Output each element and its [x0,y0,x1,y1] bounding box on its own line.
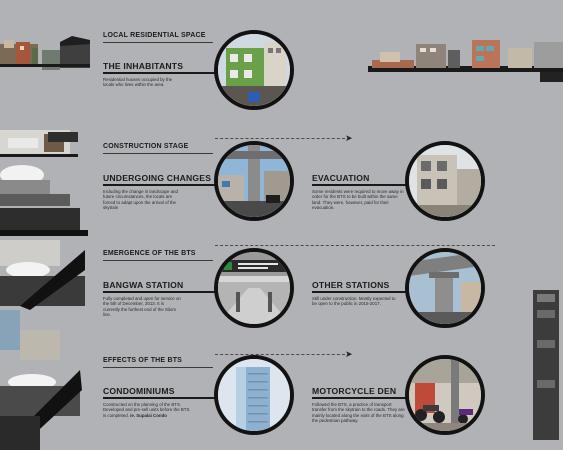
bts-station-photo [214,248,294,328]
title-underline [312,184,408,186]
demolished-building-photo [405,141,485,221]
item-title: THE INHABITANTS [103,61,184,71]
item-title: BANGWA STATION [103,280,184,290]
description-text: Constructed on the planning of the BTS. … [103,402,190,418]
item-title: MOTORCYCLE DEN [312,386,397,396]
arrow-right-icon: ➤ [345,133,353,143]
item-description: Some residents were required to move awa… [312,189,404,211]
item-title: OTHER STATIONS [312,280,390,290]
section-divider [103,260,213,261]
item-title: UNDERGOING CHANGES [103,173,212,183]
skytrain-construction-photo [214,141,294,221]
motorcycle-taxi-photo [405,355,485,435]
section-header: EMERGENCE OF THE BTS [103,250,196,257]
section-header: LOCAL RESIDENTIAL SPACE [103,32,206,39]
dashed-connector [215,138,345,139]
title-underline [103,291,215,293]
item-title: CONDOMINIUMS [103,386,175,396]
left-montage-strip [0,36,90,450]
item-description: Still under construction. Mostly expecte… [312,296,396,307]
item-description: Residential houses occupied by the local… [103,77,173,88]
section-divider [103,367,213,368]
arrow-right-icon: ➤ [345,349,353,359]
item-description: Constructed on the planning of the BTS. … [103,402,193,418]
title-underline [103,72,215,74]
residential-buildings-photo [214,30,294,110]
description-example: ie. Supalai Condo [130,412,167,418]
section-divider [103,153,213,154]
section-header: CONSTRUCTION STAGE [103,143,189,150]
title-underline [312,291,408,293]
section-divider [103,42,213,43]
dashed-connector [215,354,345,355]
item-description: Followed the BTS, a practice of transpor… [312,402,405,424]
elevated-track-photo [405,248,485,328]
title-underline [312,397,408,399]
dashed-connector [215,245,495,246]
item-description: Including the change in landscape and fu… [103,189,178,211]
condominium-tower-photo [214,355,294,435]
item-title: EVACUATION [312,173,370,183]
right-edge-tower [533,290,559,440]
title-underline [103,184,215,186]
section-header: EFFECTS OF THE BTS [103,357,183,364]
title-underline [103,397,215,399]
item-description: Fully completed and open for service on … [103,296,181,318]
right-montage-strip [368,40,563,82]
